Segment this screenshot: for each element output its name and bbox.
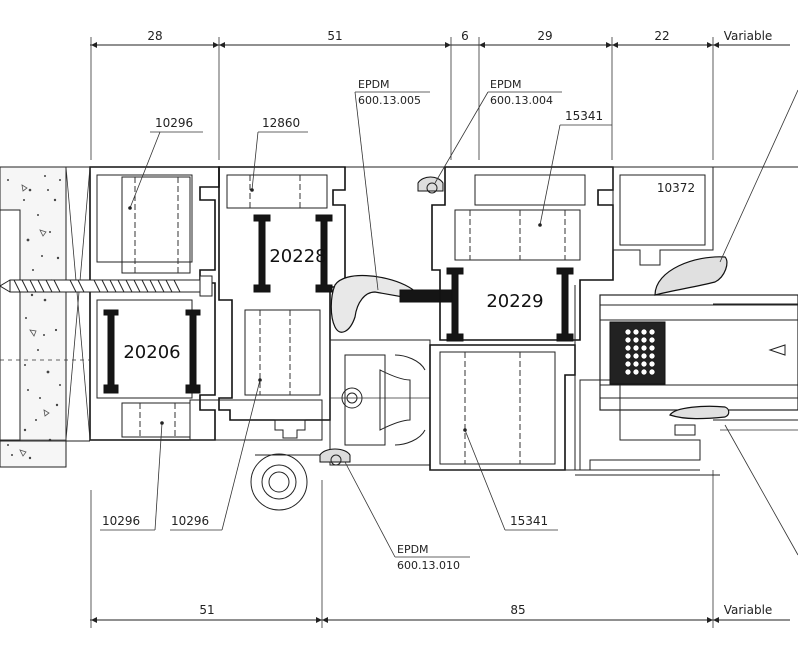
label-10296-top: 10296: [155, 116, 193, 130]
top-dimensions: 28 51 6 29 22 Variable: [90, 29, 790, 160]
label-epdm-010-name: EPDM: [397, 543, 429, 556]
label-epdm-010-code: 600.13.010: [397, 559, 460, 572]
fixing-screw: [0, 275, 213, 297]
gasket-600-13-004: [417, 176, 444, 194]
bottom-dimensions: 51 85 Variable: [90, 470, 790, 628]
profile-15341-lower: [429, 285, 700, 471]
dim-bottom-1: 51: [199, 603, 214, 617]
label-10372: 10372: [657, 181, 695, 195]
dim-top-5: 22: [654, 29, 669, 43]
label-epdm-004-name: EPDM: [490, 78, 522, 91]
profile-10372: 10372: [579, 166, 714, 471]
label-epdm-005-code: 600.13.005: [358, 94, 421, 107]
label-12860: 12860: [262, 116, 300, 130]
anchor-lines: [0, 166, 91, 441]
label-15341-bottom: 15341: [510, 514, 548, 528]
gasket-600-13-010: [319, 448, 351, 466]
dim-top-4: 29: [537, 29, 552, 43]
dim-top-6: Variable: [724, 29, 773, 43]
label-10296-bottom-mid: 10296: [171, 514, 209, 528]
glazing-unit: [599, 294, 798, 411]
label-20228: 20228: [269, 246, 326, 267]
dim-top-2: 51: [327, 29, 342, 43]
profile-20229: 20229: [431, 166, 614, 342]
label-10296-bottom-left: 10296: [102, 514, 140, 528]
label-epdm-004-code: 600.13.004: [490, 94, 553, 107]
label-20229: 20229: [486, 291, 543, 312]
dim-bottom-3: Variable: [724, 603, 773, 617]
gasket-600-13-005: [330, 274, 456, 333]
profile-20206: 20206: [66, 166, 220, 441]
sight-lines: [0, 166, 798, 476]
label-epdm-005-name: EPDM: [358, 78, 390, 91]
hinge-mechanism: [329, 339, 431, 466]
leaders: [100, 89, 798, 558]
dim-bottom-2: 85: [510, 603, 525, 617]
concrete-wall: [0, 166, 67, 468]
dim-top-3: 6: [461, 29, 469, 43]
glazing-gaskets: [654, 256, 730, 436]
label-15341-top: 15341: [565, 109, 603, 123]
dim-top-1: 28: [147, 29, 162, 43]
sill-profile: [189, 399, 323, 511]
label-20206: 20206: [123, 342, 180, 363]
profile-20228: 20228: [218, 166, 346, 421]
